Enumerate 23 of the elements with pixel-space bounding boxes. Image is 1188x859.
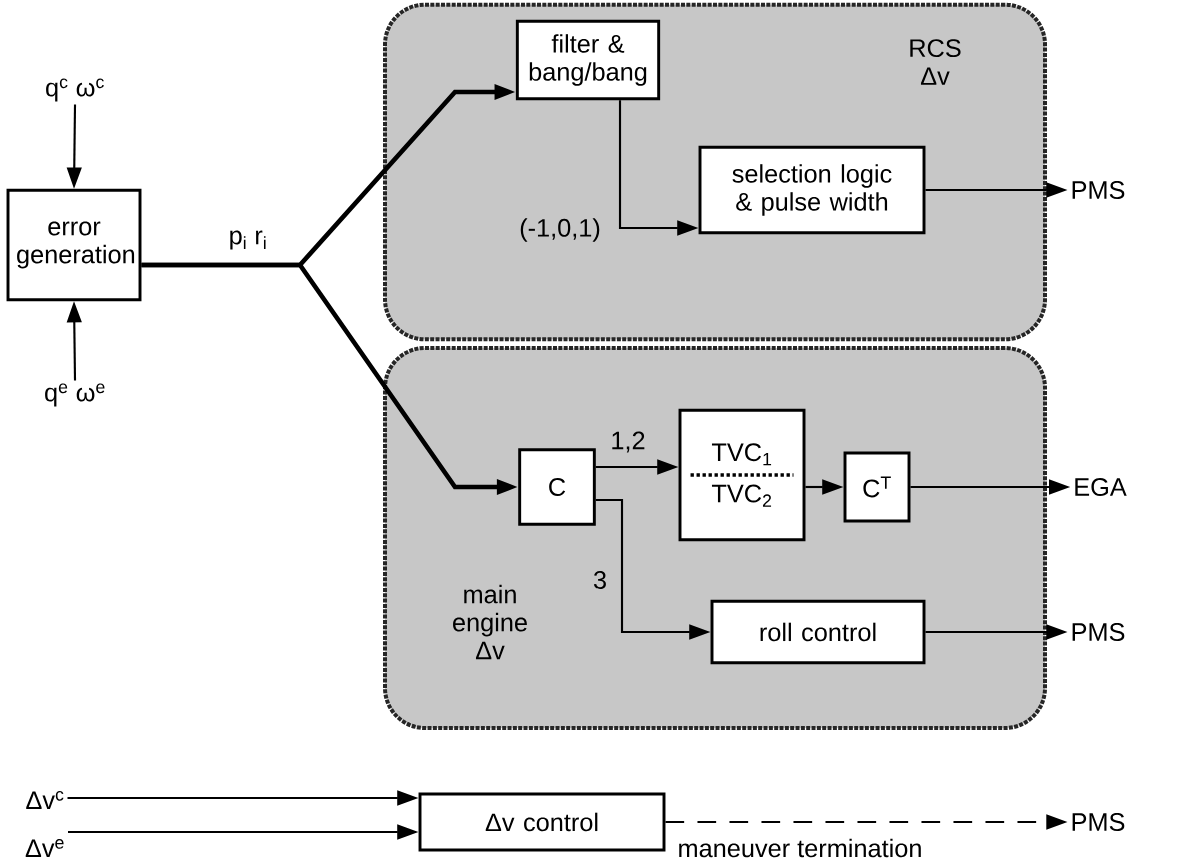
- process-box: C: [518, 448, 596, 526]
- signal-label: PMS: [1072, 623, 1125, 641]
- process-box: filter & bang/bang: [515, 19, 661, 101]
- signal-label: Δv$^{c}$: [26, 791, 64, 809]
- process-box: TVC$_{1}$ TVC$_{2}$: [678, 408, 806, 542]
- edge-label: 1,2: [612, 431, 645, 453]
- process-box: Δv control: [418, 792, 666, 852]
- process-box: selection logic & pulse width: [698, 145, 926, 235]
- signal-label: q$^{e}$ ω$^{e}$: [45, 383, 105, 407]
- signal-label: EGA: [1075, 478, 1127, 496]
- signal-label: q$^{c}$ ω$^{c}$: [46, 78, 104, 102]
- edge-label: maneuver termination: [679, 838, 921, 858]
- edge-label: (-1,0,1): [520, 218, 600, 242]
- process-box: C$^{T}$: [843, 451, 911, 523]
- signal-label: PMS: [1072, 813, 1125, 831]
- edge-label: 3: [593, 571, 606, 589]
- region-label: main engine Δv: [453, 584, 527, 660]
- signal-label: PMS: [1072, 181, 1125, 199]
- edge-label: p$_{i}$ r$_{i}$: [230, 230, 266, 250]
- region-label: RCS Δv: [910, 39, 961, 85]
- process-box: roll control: [710, 599, 926, 665]
- process-box: error generation: [6, 188, 142, 302]
- signal-label: Δv$^{e}$: [25, 839, 64, 857]
